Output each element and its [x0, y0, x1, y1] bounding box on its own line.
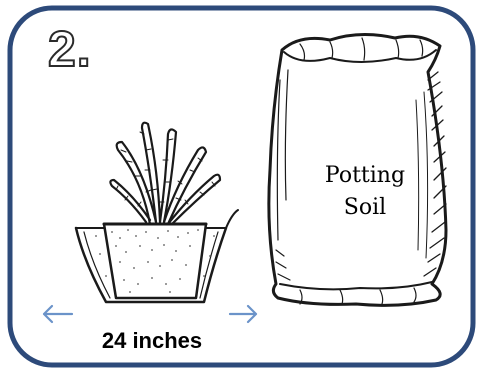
bag-label-line-1: Potting: [300, 160, 430, 192]
bag-label-line-2: Soil: [300, 192, 430, 224]
step-number: 2.: [48, 24, 92, 74]
width-label: 24 inches: [62, 328, 242, 354]
bag-label: Potting Soil: [300, 160, 430, 224]
pot: [104, 224, 206, 298]
